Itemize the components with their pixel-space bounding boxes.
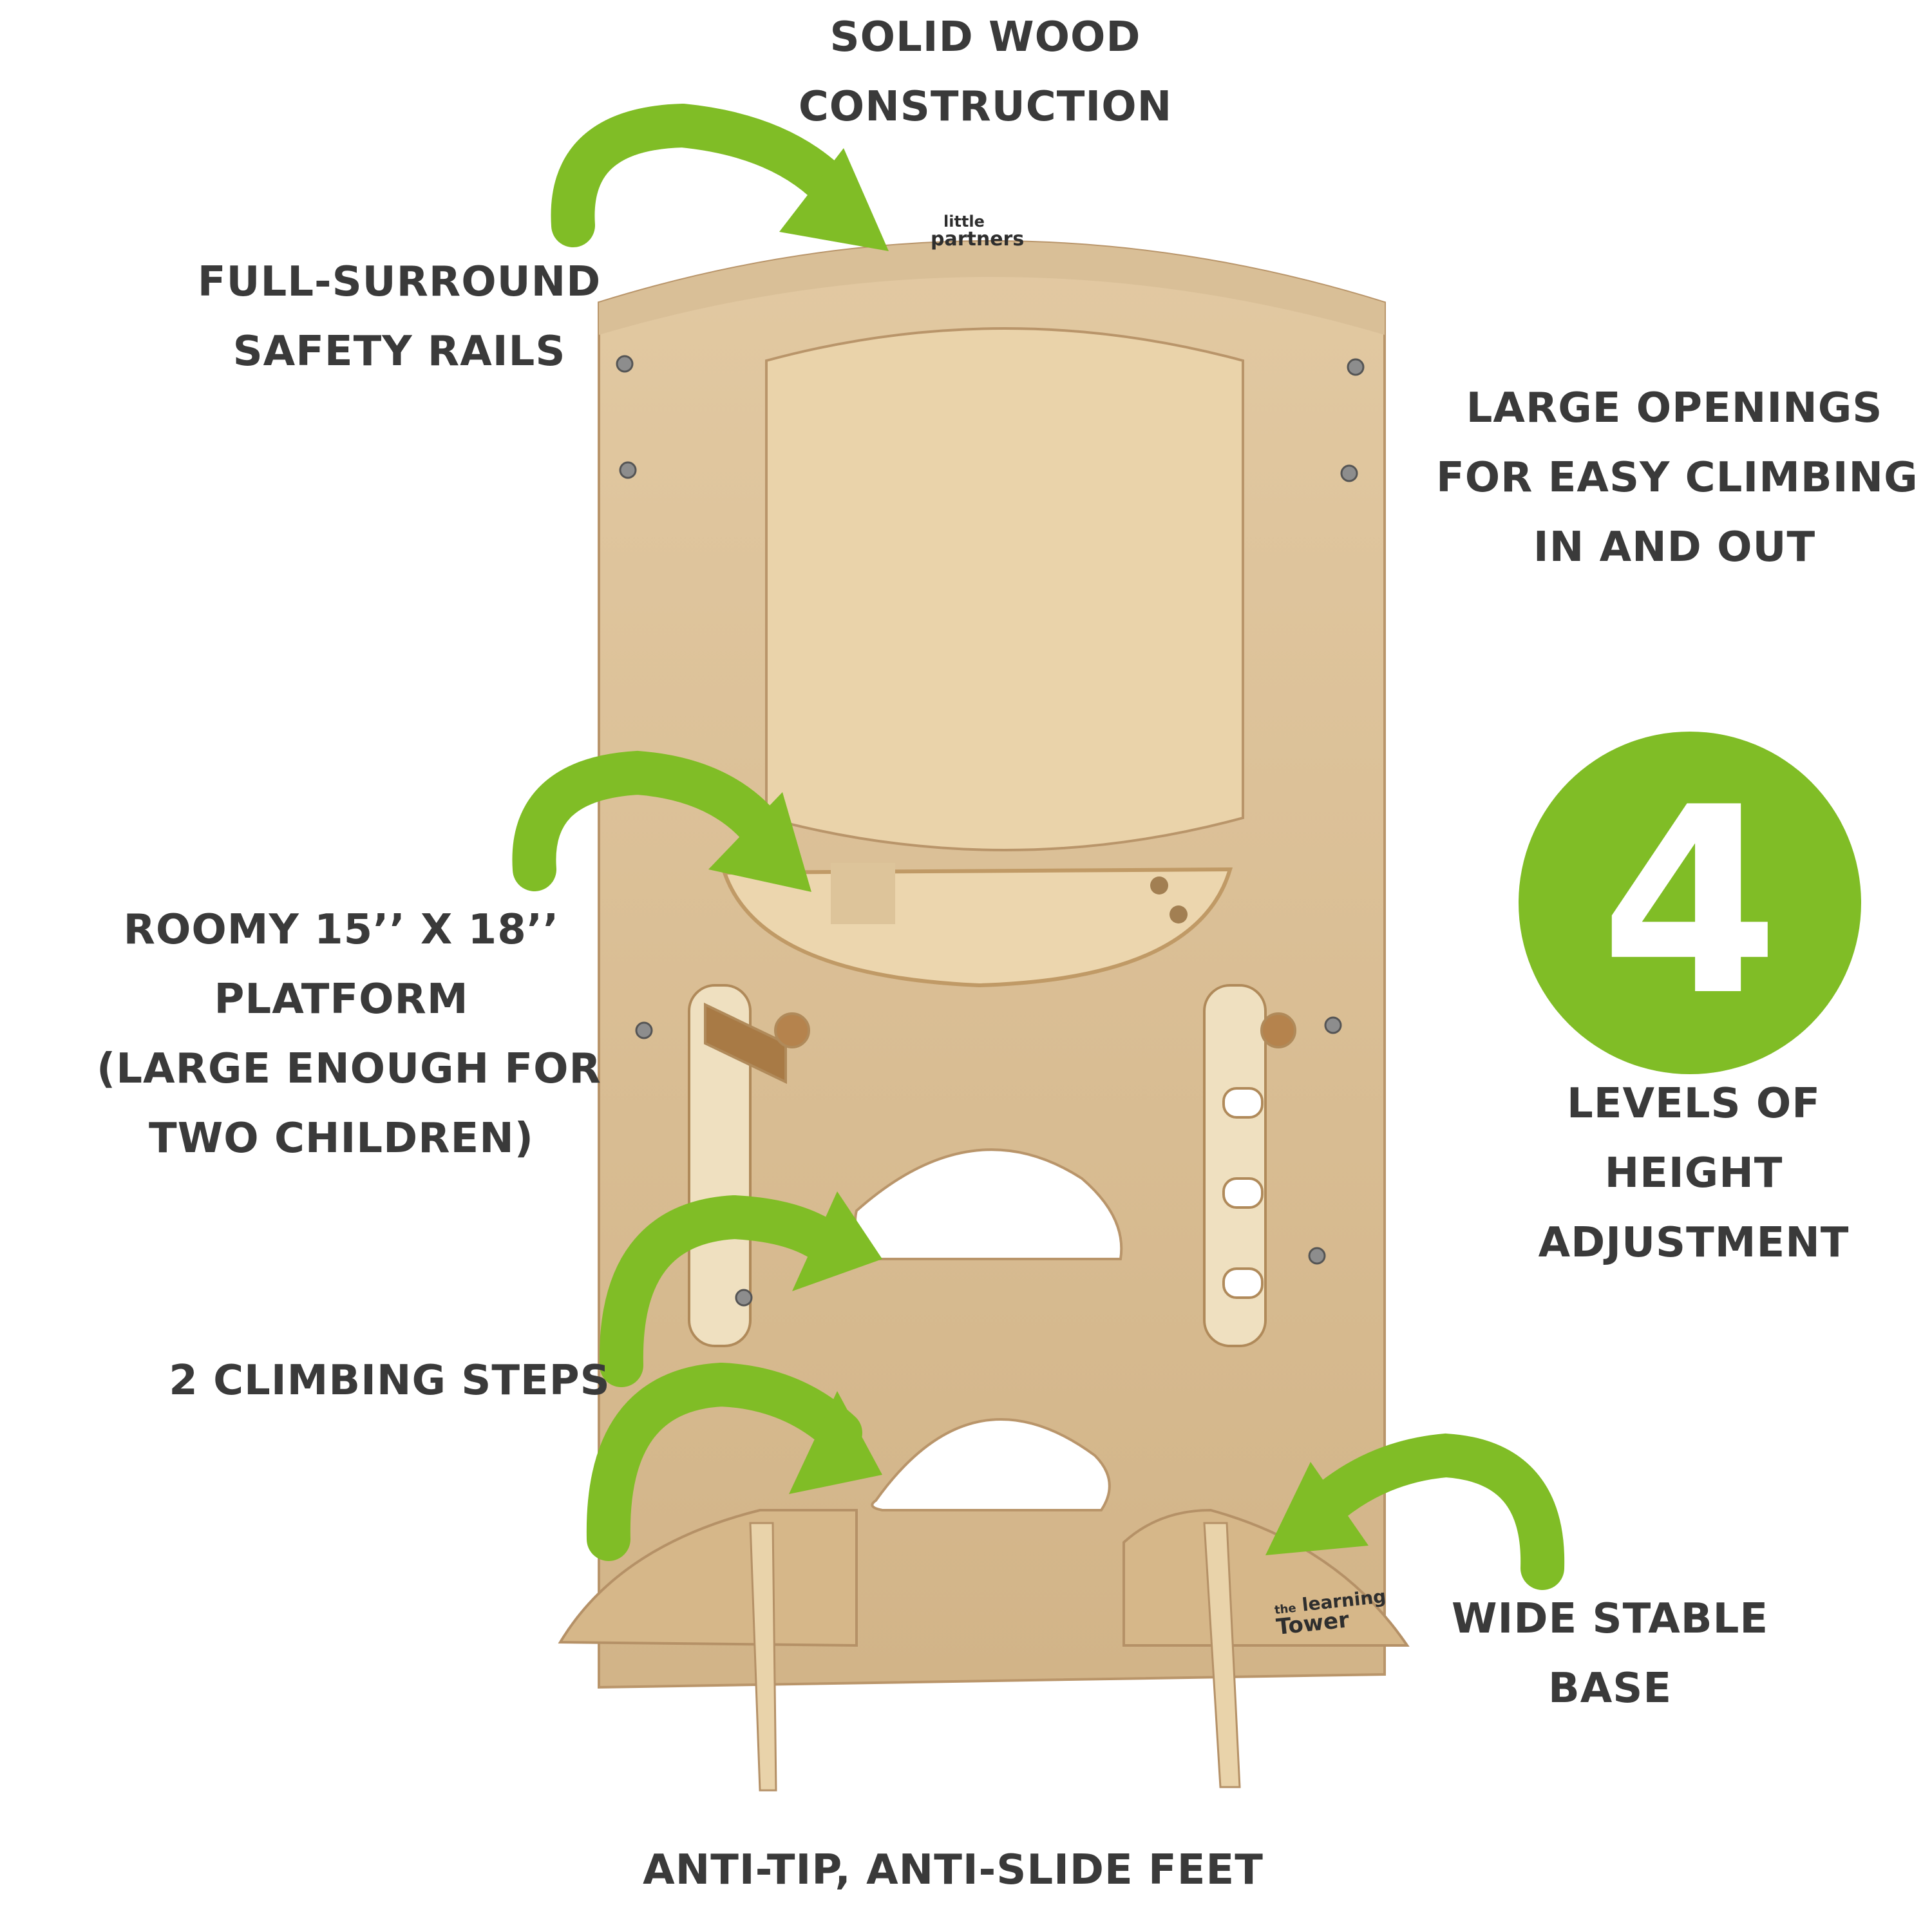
arrow-platform (512, 750, 785, 891)
label-anti-tip-feet: ANTI-TIP, ANTI-SLIDE FEET (643, 1846, 1264, 1894)
top-rail (599, 242, 1385, 335)
arrow-base (1295, 1433, 1565, 1590)
left-foot (558, 1509, 858, 1792)
label-safety-rails: FULL-SURROUND SAFETY RAILS (197, 258, 601, 375)
screws (616, 355, 1365, 1307)
brand-logo-top: little partners (931, 213, 1025, 251)
tower-back-frame (760, 303, 1262, 882)
label-climbing-steps: 2 CLIMBING STEPS (169, 1357, 611, 1405)
platform (721, 863, 1233, 988)
arrow-step-lower (586, 1362, 862, 1561)
arrow-solid-wood (551, 103, 853, 247)
arrow-step-upper (599, 1195, 853, 1387)
left-adjustment-slots (688, 984, 810, 1347)
right-adjustment-slots (1203, 984, 1296, 1347)
arrow-heads (708, 148, 1368, 1555)
green-arrows (512, 103, 1565, 1590)
right-foot (1122, 1508, 1410, 1788)
height-levels-badge: 4 (1519, 732, 1861, 1074)
label-height-levels: LEVELS OF HEIGHT ADJUSTMENT (1538, 1080, 1850, 1267)
label-wide-base: WIDE STABLE BASE (1451, 1595, 1769, 1712)
label-platform: ROOMY 15’’ X 18’’ PLATFORM (LARGE ENOUGH… (97, 906, 601, 1162)
label-large-openings: LARGE OPENINGS FOR EASY CLIMBING IN AND … (1436, 384, 1918, 571)
label-solid-wood: SOLID WOOD CONSTRUCTION (798, 14, 1173, 131)
